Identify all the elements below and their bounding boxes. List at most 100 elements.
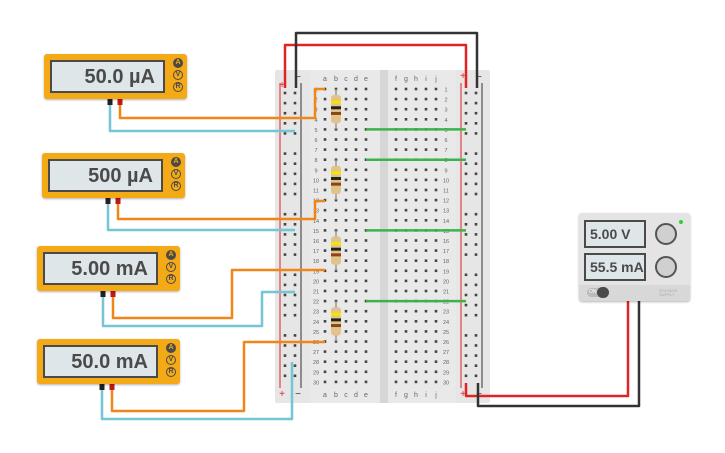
wire-orange-4[interactable] — [110, 340, 325, 413]
mode-voltmeter[interactable]: V — [171, 169, 181, 179]
breadboard-hole[interactable] — [354, 259, 358, 262]
breadboard-hole[interactable] — [434, 198, 438, 202]
breadboard-hole[interactable] — [364, 340, 368, 343]
mode-ammeter[interactable]: A — [173, 58, 183, 68]
rail-hole[interactable] — [293, 243, 297, 246]
breadboard-hole[interactable] — [404, 188, 408, 192]
rail-hole[interactable] — [283, 152, 287, 155]
rail-hole[interactable] — [464, 212, 468, 216]
rail-hole[interactable] — [283, 344, 287, 347]
breadboard-hole[interactable] — [424, 118, 428, 121]
power-switch[interactable]: ON — [587, 287, 609, 298]
power-supply[interactable]: 5.00 V 55.5 mA ON VOLTAGE SUPPLY — [579, 213, 690, 301]
breadboard-hole[interactable] — [414, 239, 418, 242]
breadboard-hole[interactable] — [404, 249, 408, 252]
breadboard-hole[interactable] — [414, 118, 418, 121]
rail-hole[interactable] — [464, 273, 468, 277]
breadboard-hole[interactable] — [334, 148, 338, 151]
breadboard-hole[interactable] — [424, 208, 428, 212]
rail-hole[interactable] — [283, 162, 287, 165]
rail-hole[interactable] — [464, 303, 468, 307]
breadboard-hole[interactable] — [394, 309, 398, 313]
breadboard-hole[interactable] — [424, 239, 428, 242]
breadboard-hole[interactable] — [424, 350, 428, 353]
breadboard-hole[interactable] — [424, 188, 428, 192]
breadboard-hole[interactable] — [394, 138, 398, 141]
breadboard-hole[interactable] — [354, 279, 358, 283]
breadboard-hole[interactable] — [323, 330, 327, 333]
breadboard-hole[interactable] — [404, 118, 408, 121]
breadboard-hole[interactable] — [424, 259, 428, 262]
rail-hole[interactable] — [293, 162, 297, 165]
breadboard-hole[interactable] — [323, 118, 327, 121]
breadboard-hole[interactable] — [344, 97, 348, 101]
breadboard-hole[interactable] — [334, 279, 338, 283]
rail-hole[interactable] — [464, 172, 468, 176]
breadboard-hole[interactable] — [404, 148, 408, 151]
breadboard-hole[interactable] — [434, 320, 438, 323]
breadboard-hole[interactable] — [344, 370, 348, 374]
breadboard-hole[interactable] — [364, 289, 368, 293]
breadboard-hole[interactable] — [414, 259, 418, 262]
breadboard-hole[interactable] — [364, 138, 368, 141]
red-probe-jack[interactable] — [109, 384, 115, 390]
breadboard-hole[interactable] — [434, 118, 438, 121]
rail-hole[interactable] — [283, 334, 287, 337]
mode-ohmmeter[interactable]: R — [166, 367, 176, 377]
rail-hole[interactable] — [474, 101, 478, 105]
breadboard-hole[interactable] — [344, 87, 348, 91]
red-probe-jack[interactable] — [110, 291, 116, 297]
breadboard-hole[interactable] — [323, 249, 327, 252]
wire-blue-4[interactable] — [100, 362, 294, 421]
breadboard-hole[interactable] — [354, 229, 358, 232]
rail-hole[interactable] — [474, 273, 478, 277]
breadboard-hole[interactable] — [434, 309, 438, 313]
rail-hole[interactable] — [293, 91, 297, 95]
breadboard-hole[interactable] — [404, 138, 408, 141]
breadboard-hole[interactable] — [364, 97, 368, 101]
breadboard-hole[interactable] — [323, 299, 327, 303]
rail-hole[interactable] — [293, 283, 297, 287]
breadboard-hole[interactable] — [424, 370, 428, 374]
breadboard-hole[interactable] — [364, 330, 368, 333]
breadboard-hole[interactable] — [344, 107, 348, 111]
breadboard-hole[interactable] — [323, 259, 327, 262]
breadboard-hole[interactable] — [434, 168, 438, 172]
breadboard-hole[interactable] — [344, 158, 348, 161]
rail-hole[interactable] — [474, 354, 478, 357]
breadboard-hole[interactable] — [344, 239, 348, 242]
rail-hole[interactable] — [283, 122, 287, 125]
breadboard-hole[interactable] — [323, 188, 327, 192]
breadboard-hole[interactable] — [364, 269, 368, 273]
breadboard-hole[interactable] — [434, 107, 438, 111]
rail-hole[interactable] — [474, 233, 478, 236]
breadboard-hole[interactable] — [364, 87, 368, 91]
rail-hole[interactable] — [474, 313, 478, 317]
breadboard-hole[interactable] — [424, 168, 428, 172]
breadboard-hole[interactable] — [424, 107, 428, 111]
rail-hole[interactable] — [283, 101, 287, 105]
mode-voltmeter[interactable]: V — [166, 355, 176, 365]
breadboard-hole[interactable] — [323, 239, 327, 242]
breadboard-hole[interactable] — [364, 309, 368, 313]
breadboard-hole[interactable] — [364, 208, 368, 212]
breadboard-hole[interactable] — [364, 239, 368, 242]
rail-hole[interactable] — [464, 182, 468, 186]
rail-hole[interactable] — [283, 313, 287, 317]
wire-blue-3[interactable] — [101, 290, 295, 328]
breadboard-hole[interactable] — [394, 350, 398, 353]
rail-hole[interactable] — [293, 111, 297, 115]
breadboard-hole[interactable] — [344, 229, 348, 232]
breadboard-hole[interactable] — [434, 148, 438, 151]
black-probe-jack[interactable] — [105, 198, 111, 204]
breadboard-hole[interactable] — [364, 178, 368, 182]
rail-hole[interactable] — [474, 243, 478, 246]
breadboard-hole[interactable] — [394, 330, 398, 333]
rail-hole[interactable] — [464, 243, 468, 246]
breadboard-hole[interactable] — [354, 118, 358, 121]
breadboard-hole[interactable] — [334, 208, 338, 212]
breadboard-hole[interactable] — [414, 269, 418, 273]
breadboard-hole[interactable] — [404, 87, 408, 91]
